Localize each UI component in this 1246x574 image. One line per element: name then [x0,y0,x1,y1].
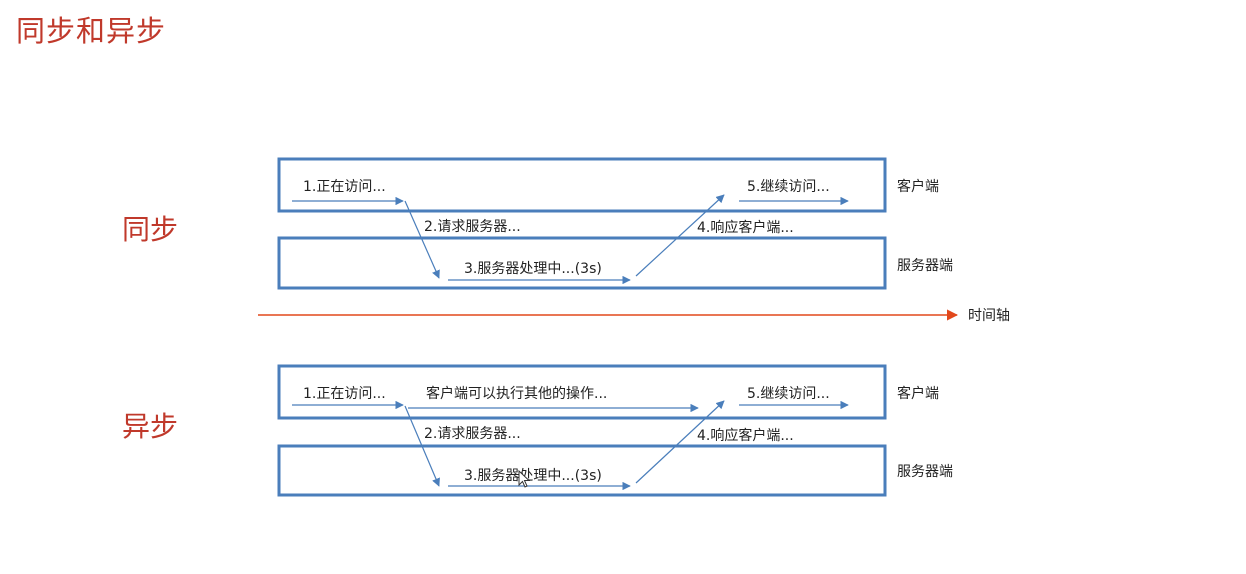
async-step-processing: 3.服务器处理中...(3s) [464,468,602,484]
async-client-lane [277,364,887,420]
async-step-request: 2.请求服务器... [424,426,521,442]
timeline: 时间轴 [258,308,1010,324]
sync-request-arrow [404,200,440,279]
sync-step-processing: 3.服务器处理中...(3s) [464,261,602,277]
page-title: 同步和异步 [16,14,167,48]
sync-diagram: 客户端 服务器端 1.正在访问... 2.请求服务器... 3.服务器处理中..… [277,157,953,290]
async-server-lane [277,444,887,497]
async-respond-arrow [635,400,725,484]
sync-client-label: 客户端 [897,178,939,195]
sync-server-lane [277,236,887,290]
mouse-cursor-icon [518,469,531,488]
async-step-access: 1.正在访问... [303,386,386,402]
async-request-arrow [404,405,440,487]
sync-step-continue: 5.继续访问... [747,178,830,195]
sync-step-respond: 4.响应客户端... [697,219,794,236]
sync-server-label: 服务器端 [897,258,953,274]
sync-section-label: 同步 [122,213,179,246]
async-client-label: 客户端 [897,385,939,402]
async-server-label: 服务器端 [897,464,953,480]
async-section-label: 异步 [122,410,179,443]
sync-client-lane [277,157,887,213]
async-step-respond: 4.响应客户端... [697,427,794,444]
sync-respond-arrow [635,194,725,277]
sync-step-access: 1.正在访问... [303,179,386,195]
async-diagram: 客户端 服务器端 1.正在访问... 客户端可以执行其他的操作... 2.请求服… [277,364,953,497]
timeline-label: 时间轴 [968,308,1010,324]
sync-step-request: 2.请求服务器... [424,219,521,235]
async-step-other-ops: 客户端可以执行其他的操作... [426,385,607,402]
async-step-continue: 5.继续访问... [747,385,830,402]
